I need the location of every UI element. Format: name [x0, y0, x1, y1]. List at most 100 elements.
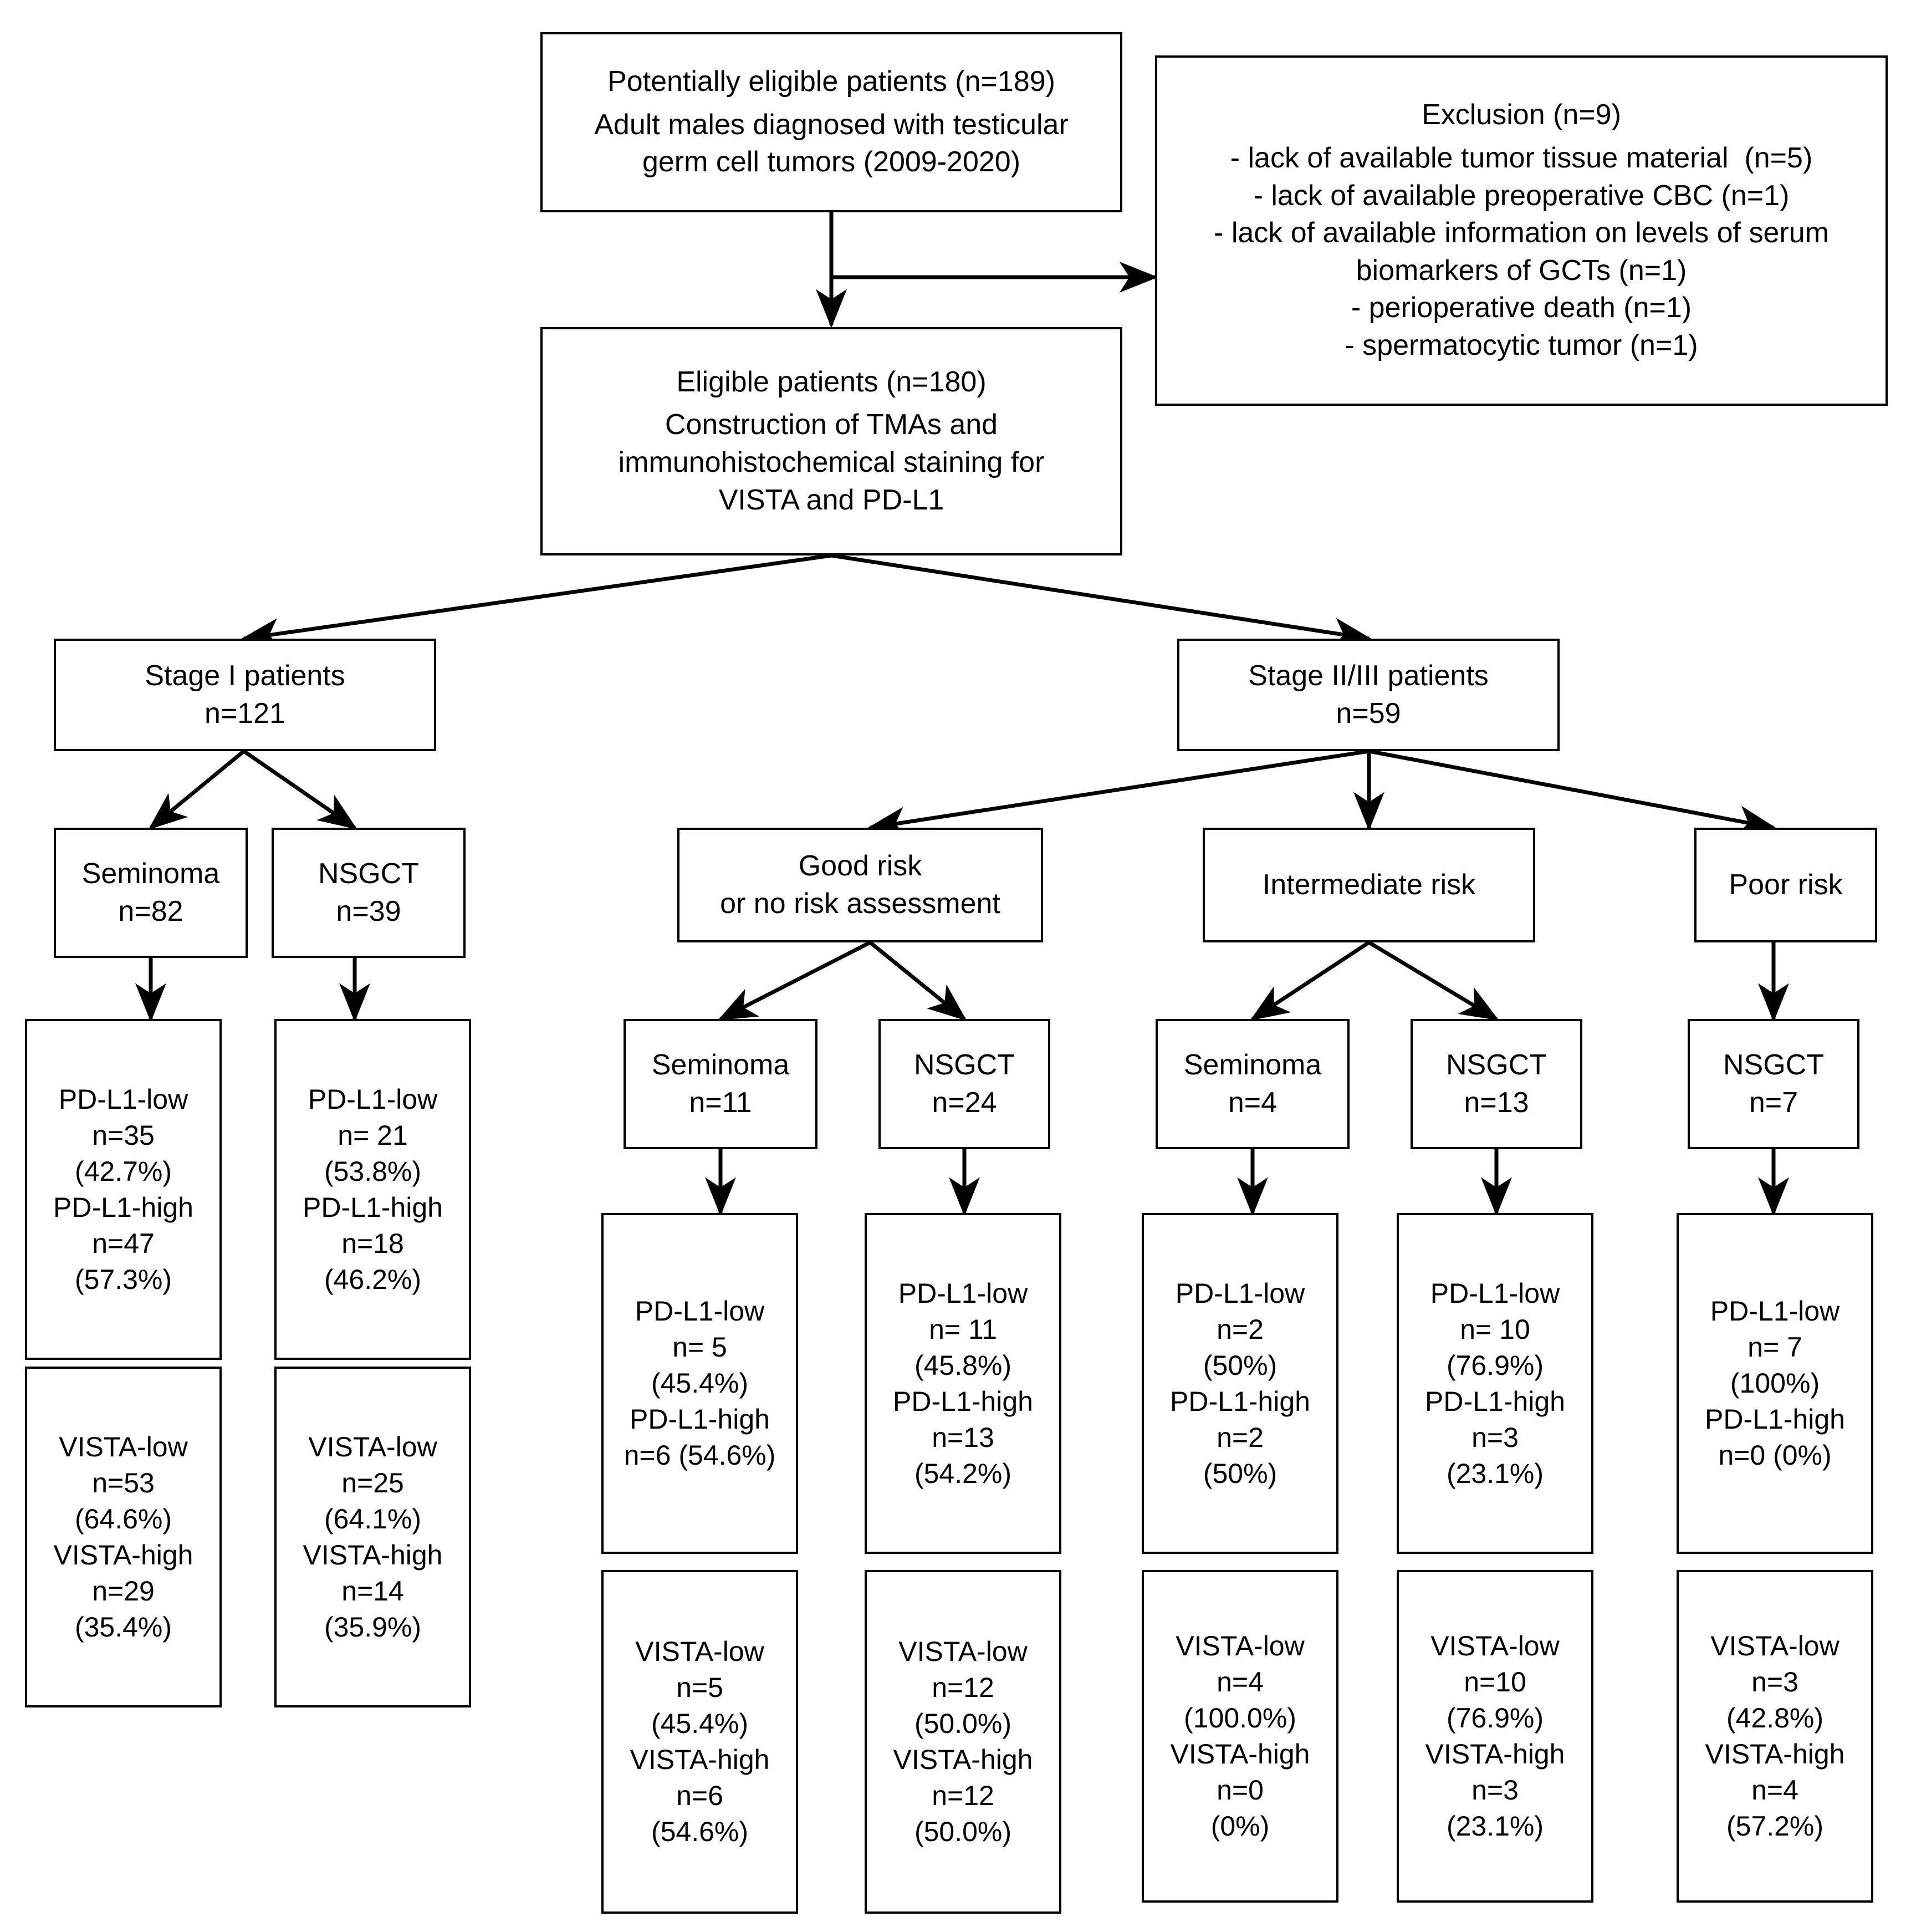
- node-line: (100.0%): [1184, 1702, 1296, 1734]
- node-line: n=4: [1751, 1775, 1798, 1806]
- node-line: (53.8%): [324, 1155, 422, 1187]
- node-line: (50.0%): [914, 1816, 1012, 1847]
- node-line: VISTA-high: [303, 1539, 443, 1571]
- node-line: Seminoma: [651, 1048, 790, 1081]
- node-line: immunohistochemical staining for: [618, 446, 1045, 478]
- node-line: - spermatocytic tumor (n=1): [1345, 329, 1698, 361]
- node-line: Exclusion (n=9): [1422, 99, 1621, 131]
- node-line: (23.1%): [1446, 1811, 1544, 1842]
- node-line: (64.1%): [324, 1503, 422, 1535]
- node-line: VISTA-high: [1170, 1739, 1310, 1770]
- node-line: (35.9%): [324, 1611, 422, 1643]
- node-line: Adult males diagnosed with testicular: [594, 108, 1069, 141]
- result-vista-intermediate-seminoma: VISTA-low n=4 (100.0%) VISTA-high n=0 (0…: [1142, 1570, 1338, 1903]
- node-line: germ cell tumors (2009-2020): [642, 146, 1021, 179]
- node-line: VISTA-high: [53, 1539, 193, 1571]
- node-line: NSGCT: [914, 1048, 1015, 1081]
- node-line: (42.7%): [74, 1155, 172, 1187]
- node-poor-risk-nsgct: NSGCT n=7: [1688, 1019, 1859, 1149]
- node-line: n=82: [118, 895, 183, 927]
- node-line: (57.3%): [74, 1263, 172, 1295]
- node-line: - lack of available information on level…: [1214, 217, 1829, 249]
- result-vista-good-risk-seminoma: VISTA-low n=5 (45.4%) VISTA-high n=6 (54…: [601, 1570, 798, 1914]
- result-pdl1-stage-i-seminoma: PD-L1-low n=35 (42.7%) PD-L1-high n=47 (…: [25, 1019, 222, 1360]
- node-line: VISTA-high: [1425, 1739, 1565, 1770]
- result-vista-good-risk-nsgct: VISTA-low n=12 (50.0%) VISTA-high n=12 (…: [865, 1570, 1061, 1914]
- node-line: n= 5: [672, 1332, 727, 1363]
- node-line: n=53: [92, 1467, 155, 1498]
- node-line: VISTA-low: [1430, 1630, 1560, 1661]
- node-line: VISTA-high: [893, 1744, 1033, 1775]
- node-line: VISTA-low: [59, 1431, 188, 1462]
- node-stage-ii-iii: Stage II/III patients n=59: [1177, 639, 1560, 751]
- node-line: - lack of available preoperative CBC (n=…: [1253, 179, 1790, 212]
- node-line: PD-L1-high: [893, 1385, 1033, 1417]
- node-line: PD-L1-low: [308, 1083, 438, 1115]
- node-line: n=39: [336, 895, 401, 927]
- node-line: Seminoma: [81, 857, 220, 890]
- node-line: NSGCT: [1723, 1048, 1824, 1081]
- node-line: Seminoma: [1183, 1048, 1322, 1081]
- result-pdl1-good-risk-nsgct: PD-L1-low n= 11 (45.8%) PD-L1-high n=13 …: [865, 1213, 1061, 1554]
- result-pdl1-stage-i-nsgct: PD-L1-low n= 21 (53.8%) PD-L1-high n=18 …: [274, 1019, 471, 1360]
- node-line: n=3: [1751, 1666, 1798, 1697]
- node-eligible-patients: Eligible patients (n=180) Construction o…: [540, 327, 1122, 555]
- node-line: VISTA-high: [630, 1744, 770, 1775]
- node-line: - perioperative death (n=1): [1351, 292, 1692, 324]
- node-stage-i-nsgct: NSGCT n=39: [272, 828, 466, 958]
- node-line: n=35: [92, 1119, 155, 1151]
- node-line: VISTA-low: [308, 1431, 437, 1462]
- node-line: n=13: [932, 1421, 994, 1453]
- node-stage-i: Stage I patients n=121: [54, 639, 436, 751]
- node-line: (46.2%): [324, 1263, 422, 1295]
- result-vista-stage-i-nsgct: VISTA-low n=25 (64.1%) VISTA-high n=14 (…: [274, 1367, 471, 1707]
- node-line: Potentially eligible patients (n=189): [607, 65, 1055, 98]
- result-pdl1-good-risk-seminoma: PD-L1-low n= 5 (45.4%) PD-L1-high n=6 (5…: [601, 1213, 798, 1554]
- node-line: biomarkers of GCTs (n=1): [1356, 254, 1687, 287]
- node-line: n= 21: [338, 1119, 408, 1151]
- node-line: - lack of available tumor tissue materia…: [1230, 141, 1813, 174]
- node-line: NSGCT: [1446, 1048, 1547, 1081]
- node-line: n=25: [341, 1467, 404, 1498]
- result-vista-poor-risk-nsgct: VISTA-low n=3 (42.8%) VISTA-high n=4 (57…: [1677, 1570, 1873, 1903]
- node-line: PD-L1-high: [53, 1191, 193, 1223]
- node-line: (35.4%): [74, 1611, 172, 1643]
- node-line: n= 7: [1748, 1332, 1802, 1363]
- node-line: Stage I patients: [145, 659, 345, 692]
- node-line: n=0: [1217, 1775, 1264, 1806]
- node-line: PD-L1-low: [1430, 1277, 1560, 1309]
- node-line: (50%): [1203, 1457, 1278, 1489]
- node-line: n=6 (54.6%): [624, 1440, 776, 1471]
- node-line: Poor risk: [1729, 868, 1843, 901]
- node-line: VISTA-low: [635, 1636, 764, 1667]
- node-intermediate-risk-seminoma: Seminoma n=4: [1156, 1019, 1350, 1149]
- node-line: n=3: [1471, 1421, 1519, 1453]
- node-line: Stage II/III patients: [1248, 659, 1489, 692]
- node-line: (45.8%): [914, 1349, 1012, 1381]
- node-line: PD-L1-low: [898, 1277, 1028, 1309]
- node-line: n=2: [1217, 1313, 1264, 1345]
- node-good-risk: Good risk or no risk assessment: [677, 828, 1043, 942]
- node-line: n=29: [92, 1575, 155, 1607]
- node-line: PD-L1-high: [1425, 1385, 1565, 1417]
- node-line: n=12: [932, 1672, 994, 1703]
- node-line: n=24: [932, 1086, 997, 1119]
- node-exclusion: Exclusion (n=9) - lack of available tumo…: [1155, 55, 1888, 406]
- node-line: VISTA and PD-L1: [718, 483, 944, 516]
- node-line: (45.4%): [651, 1708, 749, 1739]
- node-line: n=121: [204, 697, 286, 730]
- node-line: n=5: [676, 1672, 723, 1703]
- node-line: n=47: [92, 1227, 155, 1259]
- node-line: (23.1%): [1446, 1457, 1544, 1489]
- node-line: PD-L1-high: [630, 1404, 770, 1435]
- result-vista-stage-i-seminoma: VISTA-low n=53 (64.6%) VISTA-high n=29 (…: [25, 1367, 222, 1707]
- node-line: n=6: [676, 1780, 723, 1811]
- node-line: n= 10: [1460, 1313, 1530, 1345]
- node-line: n=7: [1749, 1086, 1798, 1119]
- node-line: (45.4%): [651, 1368, 749, 1399]
- node-line: n=12: [932, 1780, 994, 1811]
- node-line: n=2: [1217, 1421, 1264, 1453]
- node-line: (54.6%): [651, 1816, 749, 1847]
